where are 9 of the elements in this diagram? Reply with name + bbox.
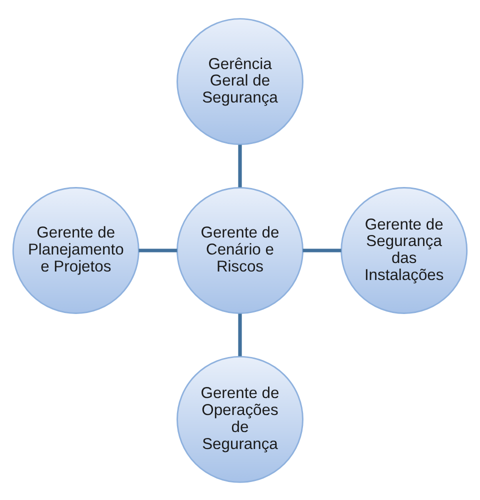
connector	[238, 313, 242, 356]
node-circle: Gerente de Operações de Segurança	[176, 355, 304, 482]
connector	[238, 144, 242, 187]
node-circle: Gerente de Segurança das Instalações	[340, 186, 468, 314]
connector	[138, 248, 178, 252]
node-circle: Gerente de Cenário e Riscos	[176, 186, 304, 314]
connector	[302, 248, 342, 252]
node-circle: Gerência Geral de Segurança	[176, 18, 304, 145]
node-circle: Gerente de Planejamento e Projetos	[12, 186, 140, 314]
